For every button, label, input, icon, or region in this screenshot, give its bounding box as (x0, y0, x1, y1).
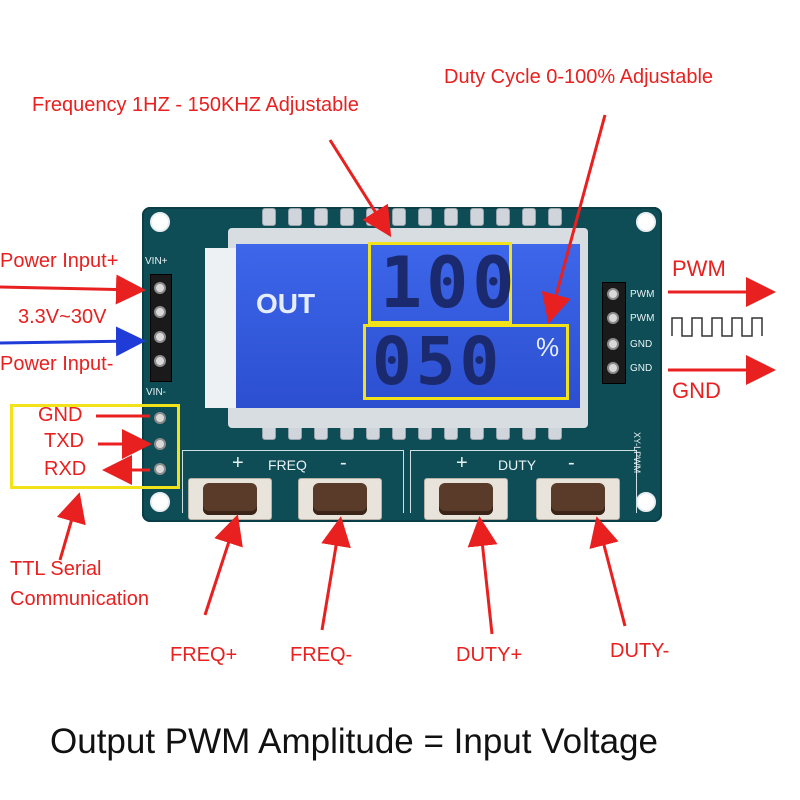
txd-callout: TXD (44, 430, 84, 452)
voltage-range-callout: 3.3V~30V (18, 306, 107, 328)
duty-plus-button[interactable] (424, 478, 508, 520)
power-pin-4 (154, 355, 166, 367)
rxd-callout: RXD (44, 458, 87, 480)
duty-plus-callout: DUTY+ (456, 644, 523, 666)
footer-caption: Output PWM Amplitude = Input Voltage (50, 722, 658, 761)
silk-vin-plus: VIN+ (145, 256, 168, 267)
pwm-square-wave (671, 317, 763, 337)
gnd-callout: GND (38, 404, 83, 426)
mounting-hole-top-left (150, 212, 170, 232)
freq-minus-button[interactable] (298, 478, 382, 520)
serial-pin-gnd (154, 412, 166, 424)
power-input-minus-callout: Power Input- (0, 353, 114, 375)
lcd-percent-sign: % (536, 332, 560, 362)
power-input-plus-callout: Power Input+ (0, 250, 119, 272)
frequency-callout: Frequency 1HZ - 150KHZ Adjustable (32, 94, 359, 116)
duty-highlight-box (363, 324, 569, 400)
output-pin-gnd-1 (607, 338, 619, 350)
lcd-out-label: OUT (256, 288, 316, 319)
duty-minus-button[interactable] (536, 478, 620, 520)
mounting-hole-top-right (636, 212, 656, 232)
frequency-highlight-box (368, 242, 512, 324)
power-plus-arrow (0, 274, 146, 305)
duty-cycle-arrow (541, 114, 607, 324)
power-pin-1 (154, 282, 166, 294)
duty-minus-arrow (589, 516, 627, 627)
freq-plus-arrow (203, 514, 243, 616)
duty-section-frame (410, 450, 637, 513)
power-pin-3 (154, 331, 166, 343)
silk-pwm-1: PWM (630, 289, 655, 300)
ttl-serial-arrow (56, 492, 86, 561)
silk-vin-minus: VIN- (146, 387, 166, 398)
freq-plus-button[interactable] (188, 478, 272, 520)
mounting-hole-bottom-right (636, 492, 656, 512)
frequency-arrow (328, 139, 392, 238)
silk-duty-minus: - (568, 452, 575, 474)
silk-freq-label: FREQ (268, 457, 307, 473)
silk-freq-minus: - (340, 452, 347, 474)
output-pin-pwm-1 (607, 288, 619, 300)
silk-gnd-2: GND (630, 363, 653, 374)
freq-plus-callout: FREQ+ (170, 644, 238, 666)
ttl-serial-callout-line1: TTL Serial (10, 558, 102, 580)
silk-duty-label: DUTY (498, 457, 537, 473)
silk-freq-plus: + (232, 452, 244, 474)
silk-pwm-2: PWM (630, 313, 655, 324)
power-minus-arrow (0, 326, 146, 357)
freq-section-frame (182, 450, 404, 513)
output-pin-pwm-2 (607, 312, 619, 324)
silk-gnd-1: GND (630, 339, 653, 350)
mounting-hole-bottom-left (150, 492, 170, 512)
lcd-backlight-edge (205, 248, 239, 408)
silk-duty-plus: + (456, 452, 468, 474)
lcd-frequency-value: 100 (380, 242, 519, 324)
serial-pin-txd (154, 438, 166, 450)
duty-cycle-callout: Duty Cycle 0-100% Adjustable (444, 66, 714, 88)
duty-plus-arrow (467, 516, 498, 635)
ttl-serial-callout-line2: Communication (10, 588, 149, 610)
serial-highlight-box (10, 404, 180, 489)
power-input-connector (150, 274, 172, 382)
duty-minus-callout: DUTY- (610, 640, 670, 662)
power-pin-2 (154, 306, 166, 318)
freq-minus-callout: FREQ- (290, 644, 353, 666)
gnd-right-callout: GND (672, 378, 721, 403)
serial-pin-rxd (154, 463, 166, 475)
pwm-callout: PWM (672, 256, 726, 281)
output-pin-gnd-2 (607, 362, 619, 374)
freq-minus-arrow (320, 516, 351, 631)
lcd-duty-value: 050 (372, 323, 504, 400)
